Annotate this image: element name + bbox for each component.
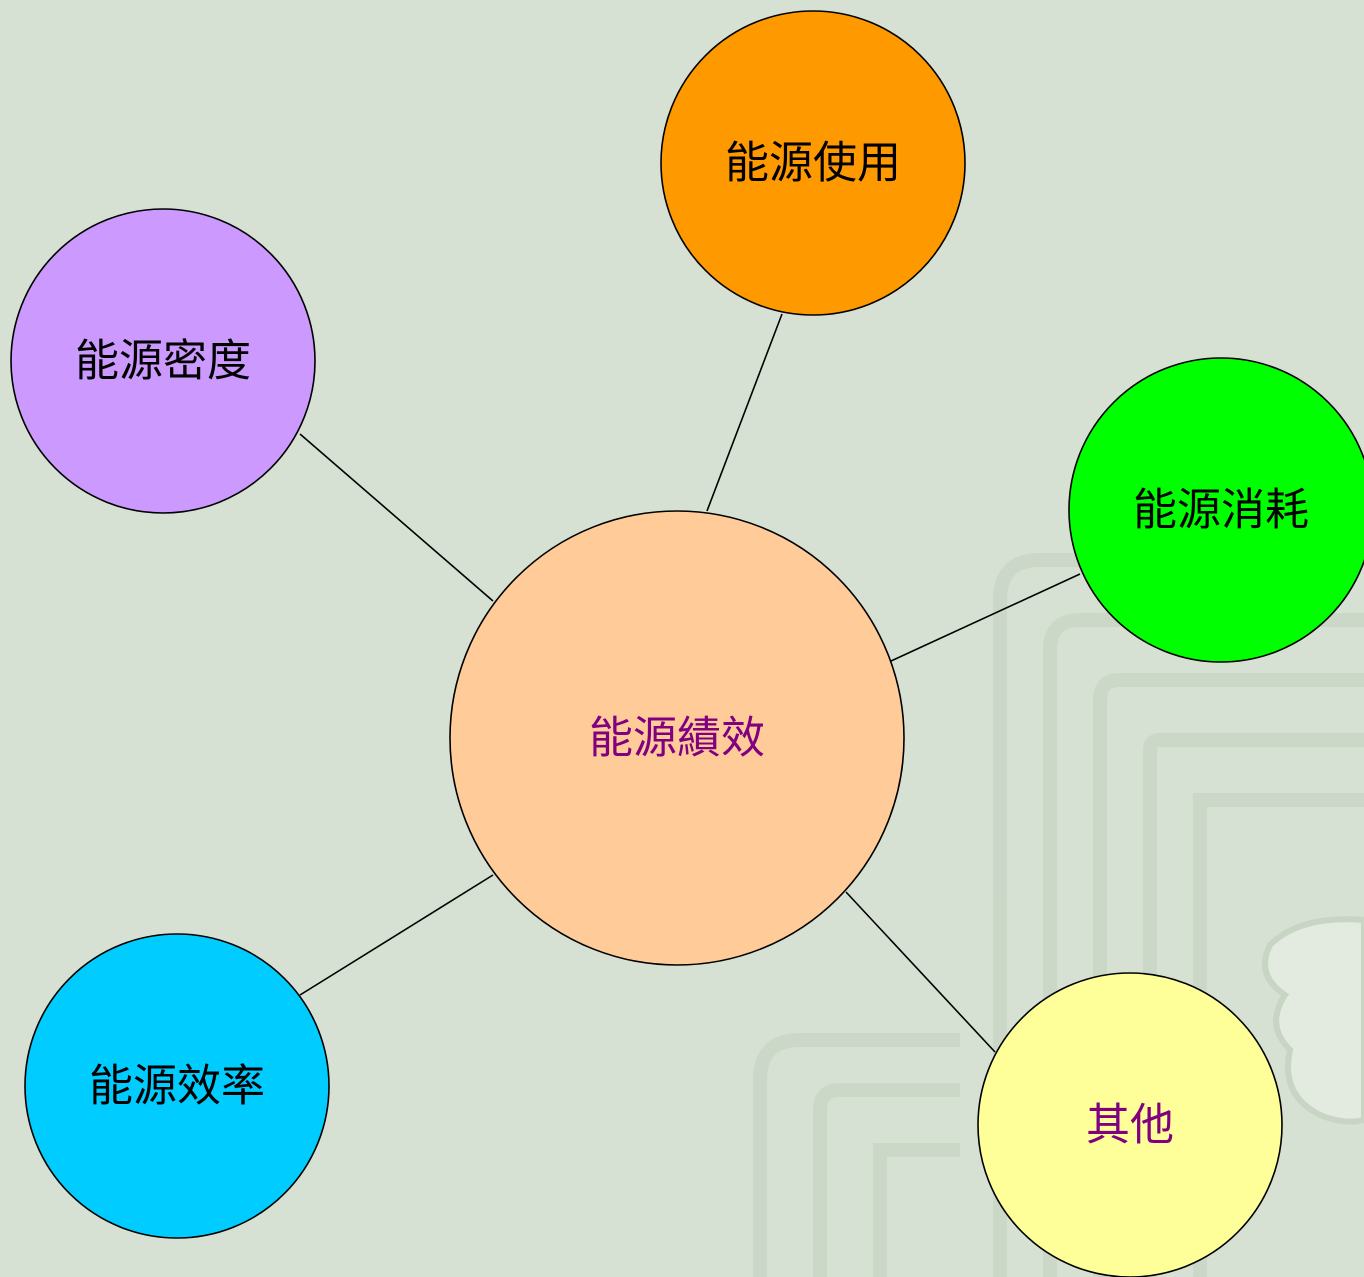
- center-node-energy-performance: 能源績效: [449, 510, 905, 966]
- connector-line-density: [299, 433, 494, 602]
- connector-line-usage: [706, 313, 783, 512]
- node-energy-consumption-label: 能源消耗: [1133, 485, 1309, 536]
- connector-lines: [299, 313, 1081, 1053]
- node-other: 其他: [977, 972, 1283, 1277]
- center-node-energy-performance-circle: [449, 510, 905, 966]
- node-energy-usage-circle: [660, 10, 966, 316]
- node-other-circle: [977, 972, 1283, 1277]
- node-energy-density: 能源密度: [10, 208, 316, 514]
- node-other-label: 其他: [1086, 1100, 1174, 1151]
- node-energy-consumption-circle: [1068, 357, 1364, 663]
- node-energy-usage: 能源使用: [660, 10, 966, 316]
- node-energy-usage-label: 能源使用: [725, 138, 901, 189]
- node-energy-efficiency-label: 能源效率: [89, 1061, 265, 1112]
- node-energy-density-circle: [10, 208, 316, 514]
- connector-line-other: [845, 891, 996, 1053]
- connector-line-efficiency: [299, 874, 494, 996]
- connector-line-consumption: [890, 573, 1081, 662]
- node-energy-efficiency-circle: [24, 933, 330, 1239]
- node-energy-consumption: 能源消耗: [1068, 357, 1364, 663]
- node-energy-efficiency: 能源效率: [24, 933, 330, 1239]
- center-node-energy-performance-label: 能源績效: [589, 713, 765, 764]
- node-energy-density-label: 能源密度: [75, 336, 251, 387]
